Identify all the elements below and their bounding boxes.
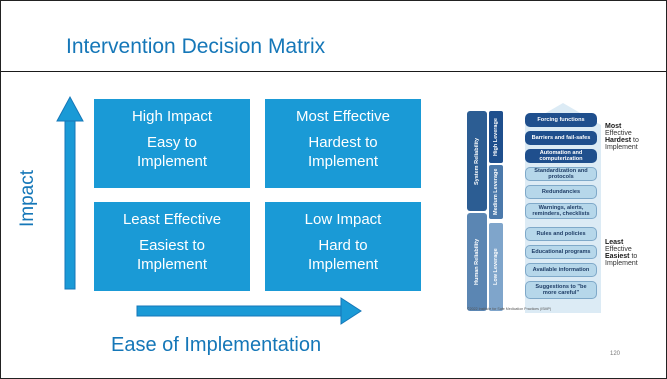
rung-standardization: Standardization and protocols: [525, 167, 597, 181]
note-word: to: [631, 253, 638, 260]
least-effective-note: Least Effective Easiest to Implement: [605, 239, 638, 267]
most-effective-note: Most Effective Hardest to Implement: [605, 123, 639, 151]
quadrant-most-effective: Most Effective Hardest to Implement: [265, 99, 421, 188]
rung-information: Available information: [525, 263, 597, 277]
ease-axis-label: Ease of Implementation: [111, 334, 322, 356]
impact-arrow: [56, 95, 84, 290]
impact-axis-label: Impact: [17, 169, 38, 227]
low-leverage-label: Low Leverage: [493, 248, 499, 286]
quadrant-high-impact-easy: High Impact Easy to Implement: [94, 99, 250, 188]
quadrant-line: Implement: [307, 153, 379, 170]
hierarchy-of-effectiveness: System Reliability Human Reliability Hig…: [467, 103, 651, 317]
human-reliability-label: Human Reliability: [474, 238, 480, 286]
quadrant-line: Implement: [136, 153, 208, 170]
quadrant-heading: Least Effective: [122, 211, 222, 228]
quadrant-least-effective: Least Effective Easiest to Implement: [94, 202, 250, 291]
note-word: Implement: [605, 260, 638, 267]
rung-warnings: Warnings, alerts, reminders, checklists: [525, 203, 597, 219]
page-number: 120: [610, 351, 621, 357]
rung-redundancies: Redundancies: [525, 185, 597, 199]
rung-forcing-functions: Forcing functions: [525, 113, 597, 127]
quadrant-heading: Low Impact: [304, 211, 382, 228]
quadrant-line: Implement: [307, 256, 379, 273]
quadrant-line: Easiest to: [139, 237, 205, 254]
rung-rules: Rules and policies: [525, 227, 597, 241]
quadrant-line: Implement: [136, 256, 208, 273]
rung-education: Educational programs: [525, 245, 597, 259]
ease-arrow: [136, 297, 362, 325]
quadrant-low-impact-hard: Low Impact Hard to Implement: [265, 202, 421, 291]
note-word: Most: [605, 123, 622, 130]
note-word: Effective: [605, 130, 632, 137]
rung-barriers: Barriers and fail-safes: [525, 131, 597, 145]
quadrant-line: Hard to: [318, 237, 368, 254]
title-divider: [1, 71, 666, 72]
rung-be-careful: Suggestions to "be more careful": [525, 281, 597, 299]
medium-leverage-label: Medium Leverage: [493, 168, 499, 216]
note-word: Least: [605, 239, 624, 246]
note-word: Effective: [605, 246, 632, 253]
quadrant-line: Easy to: [146, 134, 198, 151]
system-reliability-label: System Reliability: [474, 137, 480, 185]
note-word: Hardest: [605, 137, 632, 144]
quadrant-line: Hardest to: [308, 134, 378, 151]
note-word: to: [633, 137, 639, 144]
quadrant-heading: High Impact: [131, 108, 213, 125]
note-word: Implement: [605, 144, 638, 151]
quadrant-heading: Most Effective: [296, 108, 390, 125]
high-leverage-label: High Leverage: [493, 118, 499, 156]
rung-automation: Automation and computerization: [525, 149, 597, 163]
slide-title: Intervention Decision Matrix: [66, 35, 326, 58]
copyright-text: ©2022 Institute for Safe Medication Prac…: [467, 307, 552, 311]
note-word: Easiest: [605, 253, 630, 260]
